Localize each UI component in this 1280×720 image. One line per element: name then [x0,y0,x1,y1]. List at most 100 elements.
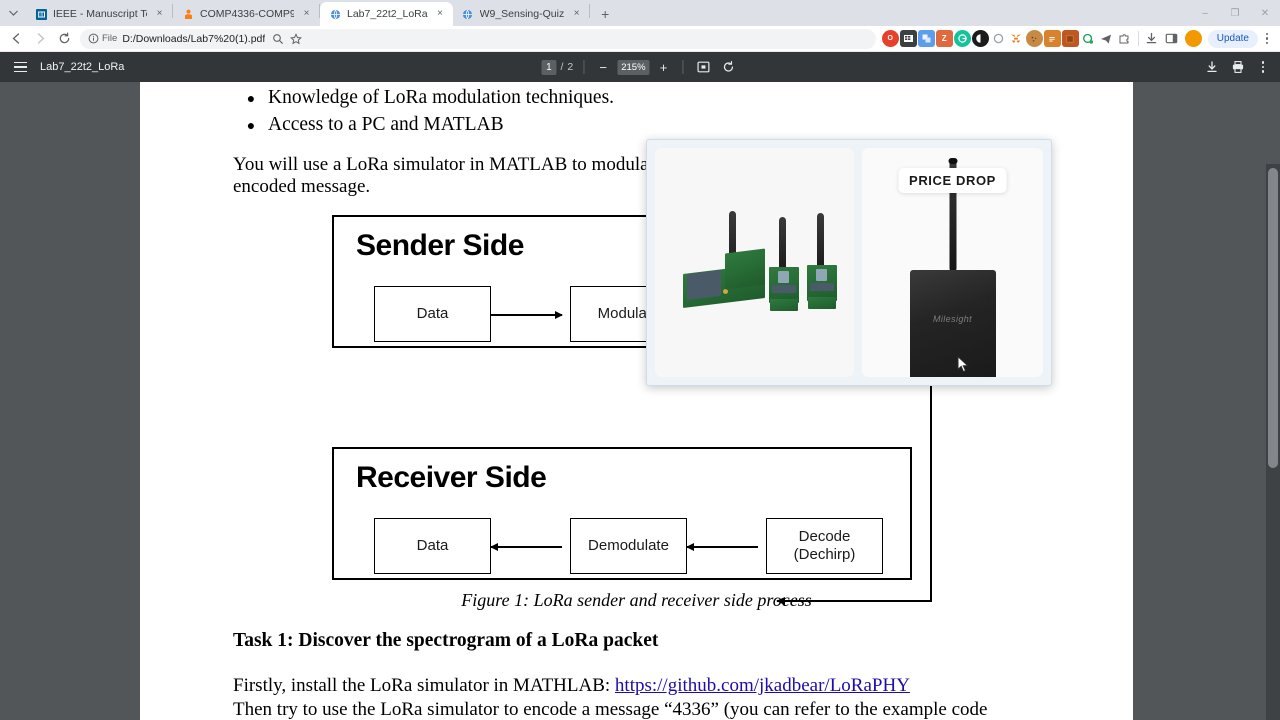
puzzle-extension-icon[interactable] [1115,30,1133,47]
tab-search-chevron-icon[interactable] [0,0,26,26]
grid-extension-icon[interactable] [899,30,917,47]
pdf-toolbar-actions [1202,57,1272,77]
current-page-input[interactable]: 1 [541,59,557,75]
browser-tab-0[interactable]: IEEE - Manuscript Templates f × [26,2,172,26]
translate-extension-icon[interactable] [917,30,935,47]
lora-boards-card[interactable] [655,148,854,377]
tab-title-0: IEEE - Manuscript Templates f [53,7,147,20]
lora-board-base-2 [808,297,836,309]
url-text: D:/Downloads/Lab7%20(1).pdf [122,32,266,45]
browser-tab-1[interactable]: COMP4336-COMP9336-S239 × [173,2,319,26]
task-1-heading: Task 1: Discover the spectrogram of a Lo… [233,630,659,651]
encode-line: Then try to use the LoRa simulator to en… [233,699,988,720]
toolbar-divider [1137,31,1139,46]
decode-line2: (Dechirp) [793,546,856,563]
forward-button[interactable] [28,27,52,51]
moodle-icon [182,8,194,20]
browser-tab-3[interactable]: W9_Sensing-Quiz × [453,2,590,26]
gateway-product-card[interactable]: PRICE DROP Milesight [862,148,1043,377]
window-controls: – ❐ ✕ [1190,0,1280,26]
download-icon[interactable] [1202,57,1222,77]
bullet-text-0: Knowledge of LoRa modulation techniques. [268,87,615,108]
back-button[interactable] [4,27,28,51]
browser-tab-2-active[interactable]: Lab7_22t2_LoRa × [320,2,453,26]
hamburger-icon[interactable] [8,55,32,79]
tab-close-0[interactable]: × [156,8,163,19]
lora-phy-link[interactable]: https://github.com/jkadbear/LoRaPHY [614,675,910,696]
tab-title-3: W9_Sensing-Quiz [479,7,565,20]
lora-board-base-1 [770,299,798,311]
extension-icons: O Z [881,30,1135,47]
list-item: ● Access to a PC and MATLAB [234,112,934,139]
page-indicator: 1 / 2 [541,59,573,75]
cookie-extension-icon[interactable] [1025,30,1043,47]
profile-avatar[interactable] [1184,30,1202,47]
task-1-paragraph: Firstly, install the LoRa simulator in M… [233,674,1113,720]
browser-menu-button[interactable] [1258,29,1276,49]
antenna-icon [949,160,956,272]
toolbar-divider [682,60,684,74]
pdf-page-controls: 1 / 2 − 215% + [541,57,738,77]
tab-close-2[interactable]: × [437,8,443,19]
new-tab-button[interactable]: + [601,6,610,22]
url-scheme-label: File [102,33,118,44]
zoom-in-button[interactable]: + [659,59,668,75]
toolbar-divider [583,60,585,74]
tab-close-3[interactable]: × [573,8,580,19]
figure-connector-arrow [776,596,932,605]
bullet-marker: ● [246,92,256,107]
browser-toolbar: File D:/Downloads/Lab7%20(1).pdf O Z [0,26,1280,52]
metamask-extension-icon[interactable] [1007,30,1025,47]
scrollbar-thumb[interactable] [1268,168,1278,468]
location-extension-icon[interactable] [1079,30,1097,47]
fit-to-page-icon[interactable] [694,57,714,77]
pdf-more-options-button[interactable] [1254,57,1272,77]
site-info-button[interactable]: File [88,33,117,44]
circle-extension-icon[interactable] [989,30,1007,47]
zoom-level-value[interactable]: 215% [617,59,650,75]
sender-node-data: Data [374,286,491,342]
figure-connector-vertical [930,348,932,602]
figure-caption: Figure 1: LoRa sender and receiver side … [461,590,812,610]
pdf-viewer-area[interactable]: ● Knowledge of LoRa modulation technique… [0,82,1280,720]
product-preview-popup[interactable]: PRICE DROP Milesight [646,139,1052,386]
downloads-icon[interactable] [1142,29,1162,49]
tab-close-1[interactable]: × [303,8,310,19]
update-button[interactable]: Update [1207,29,1258,48]
board-chip [816,269,827,281]
receiver-arrow-1 [490,543,562,550]
receiver-arrow-2 [686,543,758,550]
lora-boards-image [667,211,843,341]
zotero-extension-icon[interactable]: Z [935,30,953,47]
bullet-text-1: Access to a PC and MATLAB [268,114,504,135]
search-icon[interactable] [270,31,286,47]
receiver-node-demodulate: Demodulate [570,518,687,574]
reload-button[interactable] [52,27,76,51]
pdf-toolbar: Lab7_22t2_LoRa 1 / 2 − 215% + [0,52,1280,82]
box-extension-icon[interactable] [1061,30,1079,47]
opera-extension-icon[interactable]: O [881,30,899,47]
notes-extension-icon[interactable] [1043,30,1061,47]
receiver-node-decode: Decode (Dechirp) [766,518,883,574]
print-icon[interactable] [1228,57,1248,77]
maximize-button[interactable]: ❐ [1230,7,1240,19]
requirements-bullet-list: ● Knowledge of LoRa modulation technique… [234,85,934,139]
vertical-scrollbar[interactable] [1266,164,1280,720]
board-usb [772,285,796,293]
side-panel-icon[interactable] [1162,29,1182,49]
minimize-button[interactable]: – [1202,7,1208,19]
grammarly-extension-icon[interactable] [953,30,971,47]
bookmark-star-icon[interactable] [288,31,304,47]
tab-divider [319,3,320,18]
darkreader-extension-icon[interactable] [971,30,989,47]
globe-icon [462,8,474,20]
close-window-button[interactable]: ✕ [1260,7,1270,19]
install-prefix: Firstly, install the LoRa simulator in M… [233,675,615,696]
board-connector [723,289,728,294]
zoom-out-button[interactable]: − [599,59,608,75]
board-shield [687,269,721,301]
telegram-extension-icon[interactable] [1097,30,1115,47]
rotate-icon[interactable] [719,57,739,77]
address-bar[interactable]: File D:/Downloads/Lab7%20(1).pdf [80,28,876,49]
